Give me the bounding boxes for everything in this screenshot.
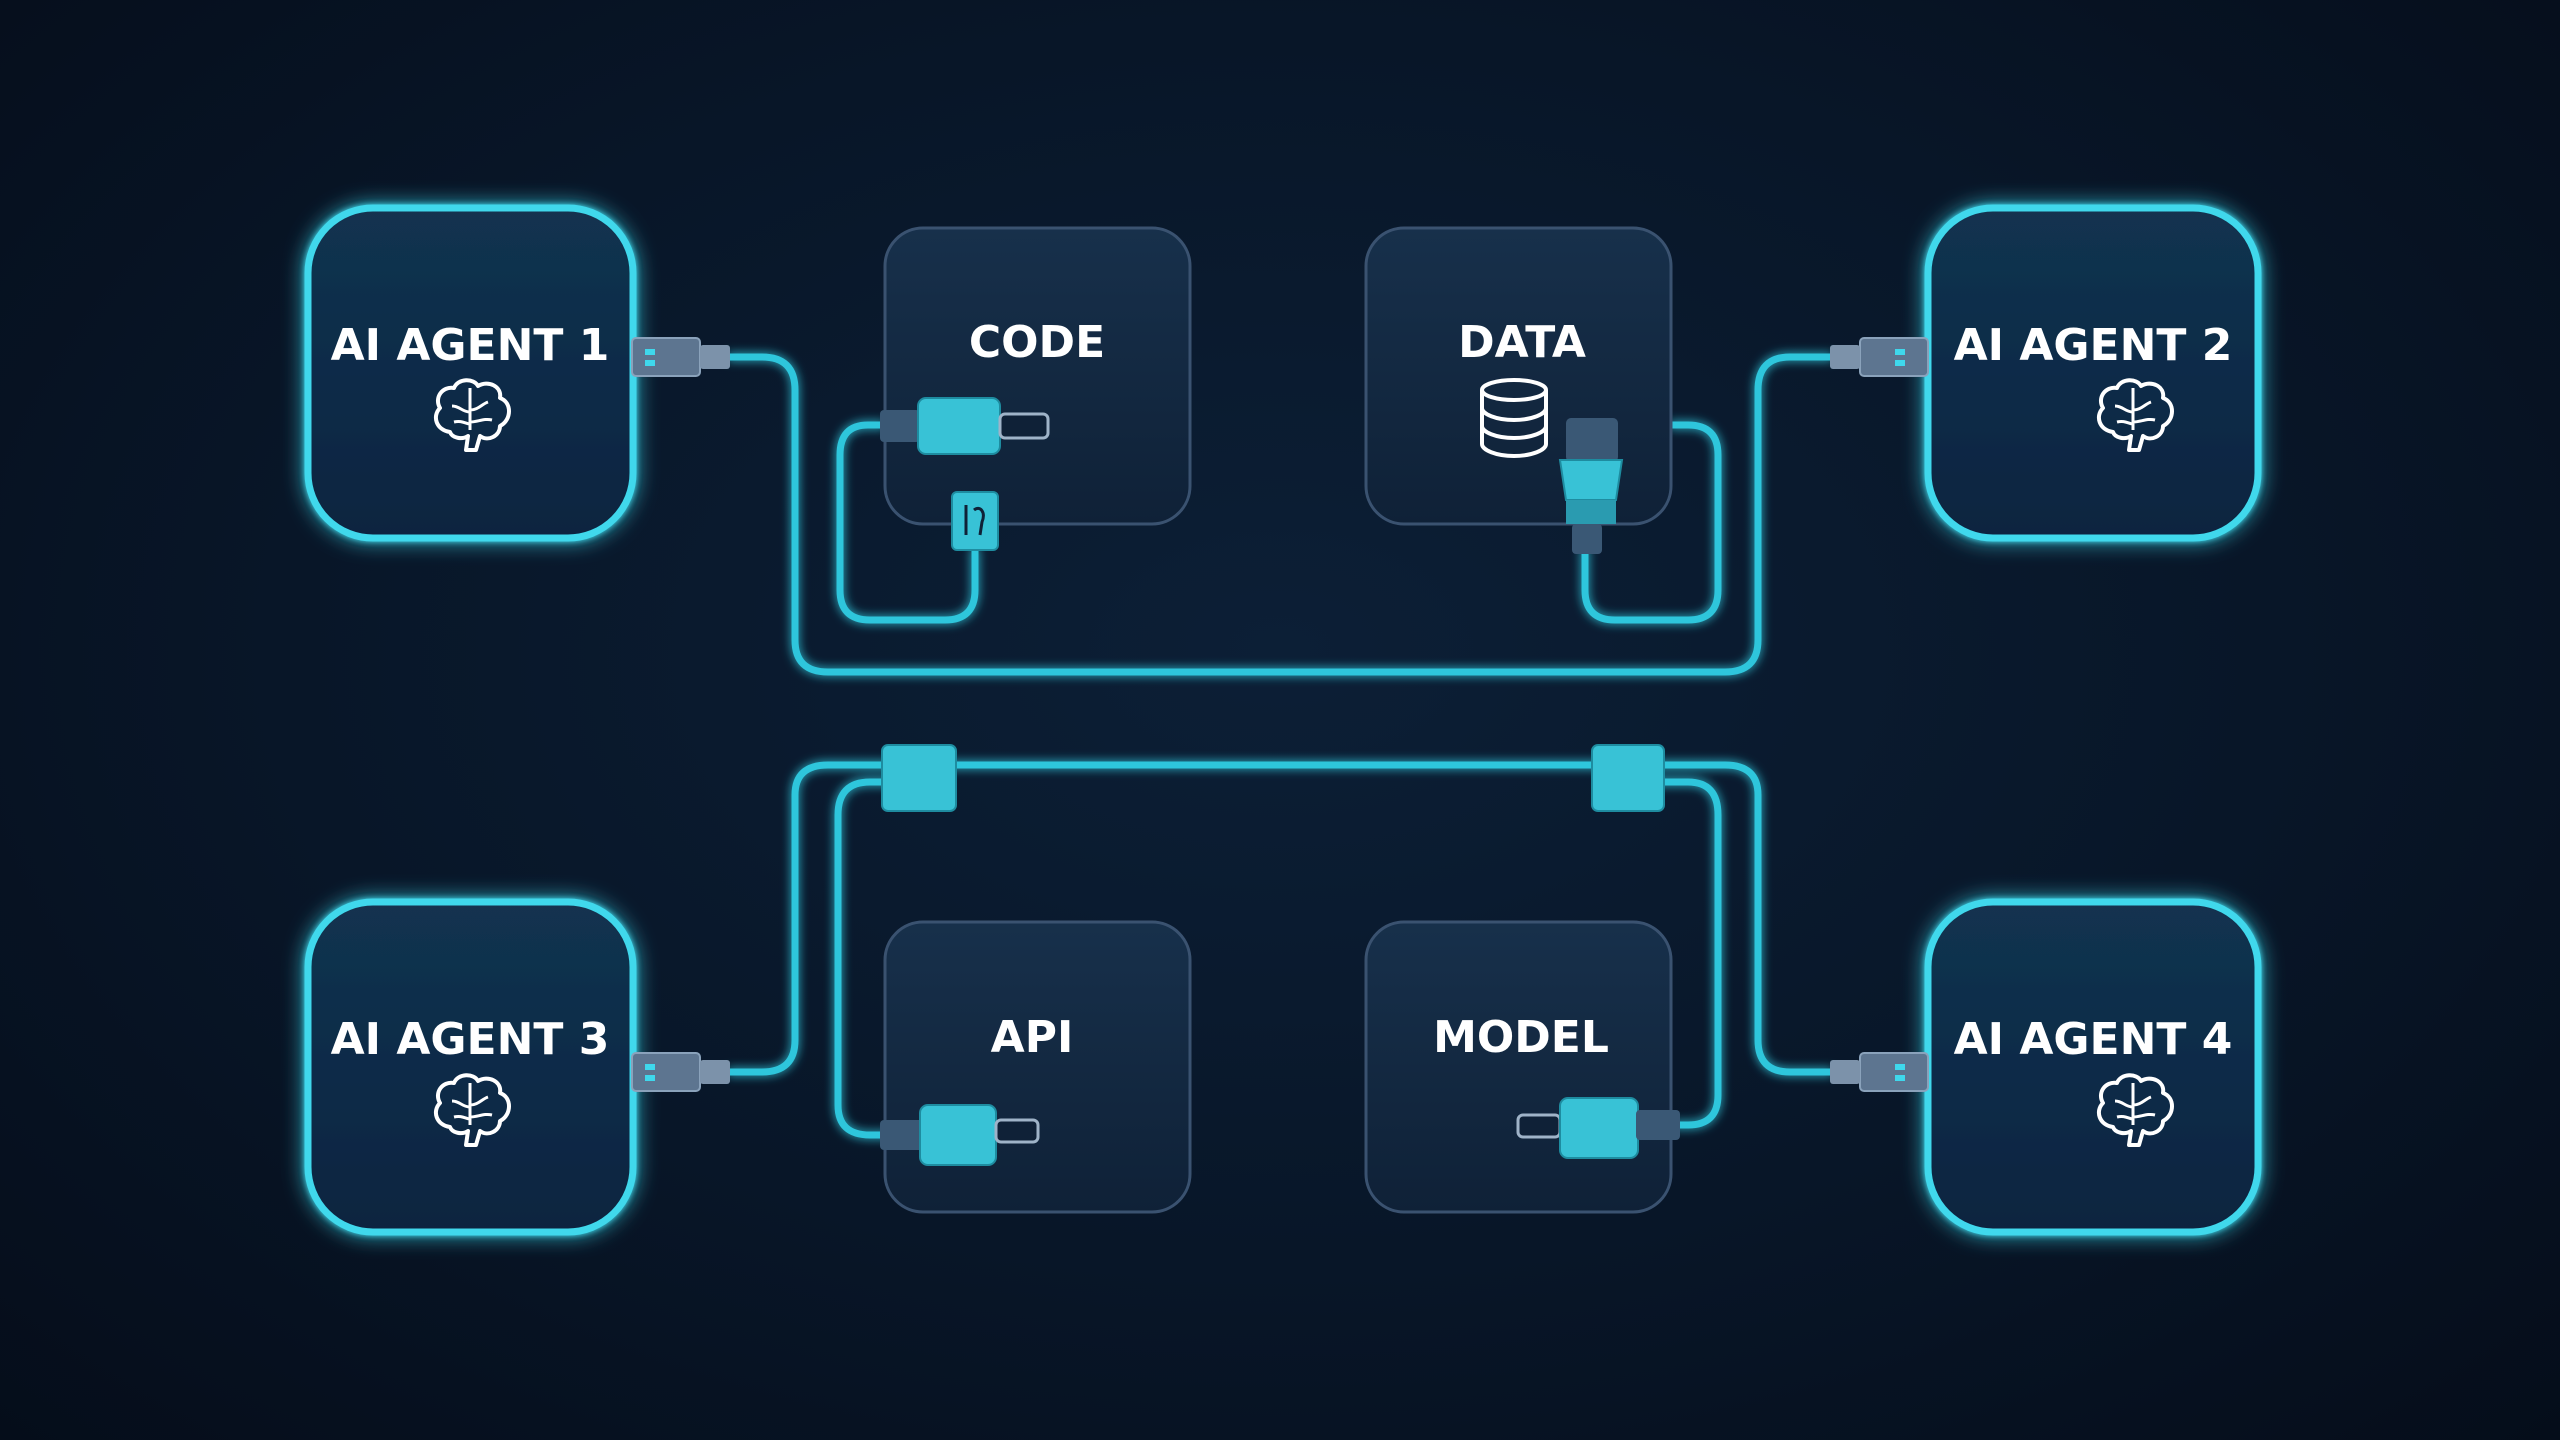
agent-label: AI AGENT 2: [1954, 320, 2233, 371]
cable-api-loop: [834, 778, 924, 1139]
usb-plug-icon[interactable]: [1558, 418, 1624, 554]
brain-icon: [433, 1073, 511, 1147]
agent-label: AI AGENT 3: [331, 1014, 610, 1065]
agent-label: AI AGENT 4: [1954, 1014, 2233, 1065]
usb-plug-icon[interactable]: [951, 491, 999, 551]
cable-code-loop: [836, 421, 979, 624]
usb-plug-icon[interactable]: [1830, 337, 1929, 377]
database-icon: [1480, 378, 1548, 459]
resource-label: API: [991, 1012, 1074, 1063]
resource-label: CODE: [969, 317, 1105, 368]
cable-model-loop: [1624, 778, 1722, 1129]
agent-label: AI AGENT 1: [331, 320, 610, 371]
resource-node-api[interactable]: API: [883, 920, 1192, 1214]
cable-agent3-agent4: [726, 761, 1834, 1076]
usb-plug-icon[interactable]: [1516, 1097, 1680, 1159]
resource-label: DATA: [1458, 317, 1586, 368]
agent-node-2[interactable]: AI AGENT 2: [1924, 204, 2262, 542]
resource-nodes: CODE DATA API MODEL: [883, 226, 1673, 1214]
brain-icon: [433, 378, 511, 452]
usb-plug-icon[interactable]: [880, 1104, 1040, 1166]
brain-icon: [2096, 1073, 2174, 1147]
cables: [726, 353, 1834, 1139]
resource-node-code[interactable]: CODE: [883, 226, 1192, 526]
resource-node-data[interactable]: DATA: [1364, 226, 1673, 526]
agent-node-3[interactable]: AI AGENT 3: [304, 898, 637, 1236]
brain-icon: [2096, 378, 2174, 452]
usb-plug-icon[interactable]: [631, 1052, 730, 1092]
usb-plug-icon[interactable]: [880, 397, 1050, 455]
usb-plug-icon[interactable]: [631, 337, 730, 377]
agent-node-4[interactable]: AI AGENT 4: [1924, 898, 2262, 1236]
cable-agent1-agent2: [726, 353, 1834, 676]
resource-label: MODEL: [1433, 1012, 1609, 1063]
connectors: [631, 337, 1929, 1166]
usb-plug-icon[interactable]: [1830, 1052, 1929, 1092]
resource-node-model[interactable]: MODEL: [1364, 920, 1673, 1214]
agent-node-1[interactable]: AI AGENT 1: [304, 204, 637, 542]
cable-junction: [881, 744, 1665, 812]
agent-nodes: AI AGENT 1 AI AGENT 2 AI AGENT 3: [304, 204, 2262, 1236]
cable-data-loop: [1581, 421, 1722, 624]
